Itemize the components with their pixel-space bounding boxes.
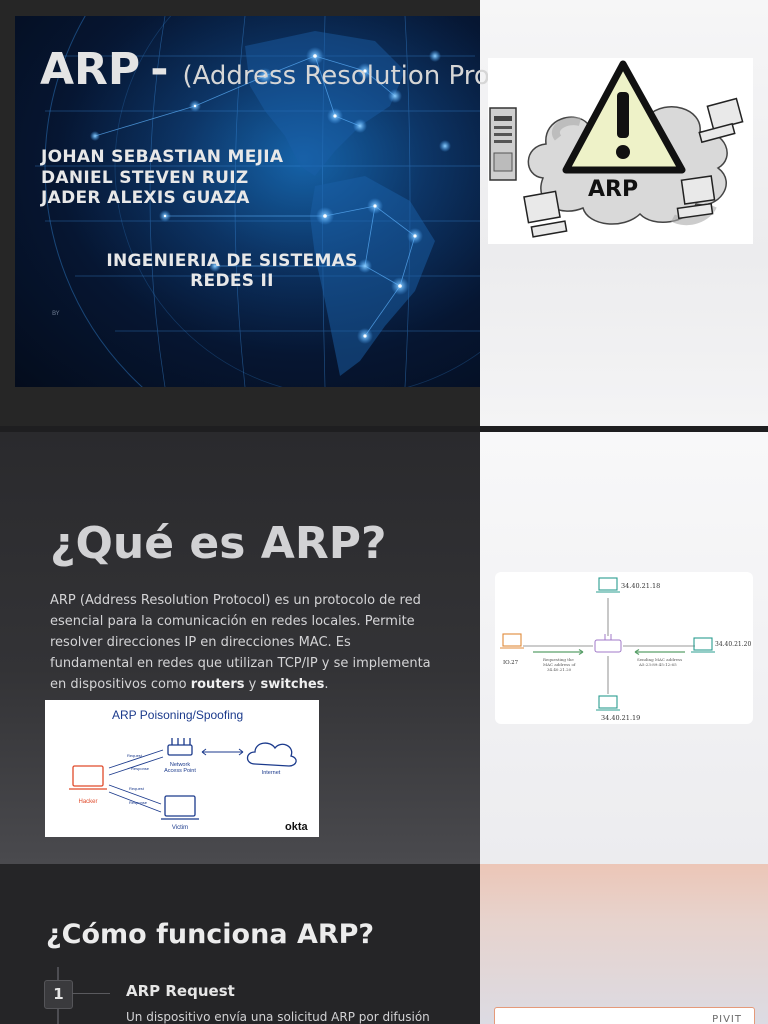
right-ip: 34.40.21.20 [715,641,751,648]
slide-left-panel [0,864,480,1024]
top-ip: 34.40.21.18 [621,582,660,590]
spoof-title: ARP Poisoning/Spoofing [112,708,243,722]
step-description: Un dispositivo envía una solicitud ARP p… [126,1010,430,1024]
arp-warning-illustration: ARP [488,58,753,244]
arrow-label-response: Response [131,766,150,771]
arp-spoofing-diagram: ARP Poisoning/Spoofing Network Access Po… [45,700,319,837]
victim-label: Victim [172,825,188,831]
arp-label: ARP [588,177,638,202]
step-number-badge: 1 [44,980,73,1009]
computer-icon [523,97,744,238]
title-main: ARP [40,44,141,95]
body-routers: routers [190,677,245,692]
left-caption-3: 34.40.21.20 [547,667,572,672]
title-dash: - [150,44,169,95]
hacker-label: Hacker [78,799,97,805]
author-2: DANIEL STEVEN RUIZ [41,168,249,188]
slide-what-is-arp: ¿Qué es ARP? ARP (Address Resolution Pro… [0,432,768,864]
body-intro: ARP (Address Resolution Protocol) es un … [50,593,431,692]
okta-logo: okta [285,821,309,833]
pivit-logo: PIVIT [712,1014,742,1024]
right-caption-2: A5:23:89:45:12:65 [638,662,677,667]
slide-how-arp-works: ¿Cómo funciona ARP? 1 ARP Request Un dis… [0,864,768,1024]
left-caption-2: MAC address of [543,662,576,667]
internet-label: Internet [262,770,281,776]
body-end: . [324,677,329,692]
earth-network-illustration [15,16,480,387]
server-icon [489,107,517,181]
arp-network-diagram: 34.40.21.18 IO.27 34.40.21.20 34.40.21.1… [495,572,753,724]
slide-right-panel [480,864,768,1024]
right-caption-1: Sending MAC address [637,657,682,662]
left-ip: IO.27 [503,660,519,666]
network-diagram-svg: 34.40.21.18 IO.27 34.40.21.20 34.40.21.1… [500,577,751,722]
body-mid: y [244,677,261,692]
step-connector [72,993,110,994]
author-3: JADER ALEXIS GUAZA [41,188,250,208]
warning-icon [562,60,686,174]
step-title: ARP Request [126,982,235,1000]
course-program: INGENIERIA DE SISTEMAS [106,251,358,271]
tiny-caption: BY [52,310,60,317]
arrow-label-response-2: Response [129,800,148,805]
router-icon [594,634,622,653]
router-label-2: Access Point [164,768,196,774]
hacker-laptop-icon [69,765,107,790]
laptop-icon [596,577,715,711]
router-icon [167,738,193,756]
bottom-ip: 34.40.21.19 [601,714,640,722]
requester-laptop-icon [500,633,524,649]
slide-title: ¿Cómo funciona ARP? [46,919,375,950]
arrow-label-request: Request [127,753,143,758]
cloud-icon [246,742,297,767]
arp-network-cloud-icon: ARP [489,60,744,238]
body-switches: switches [260,677,325,692]
victim-laptop-icon [161,795,199,820]
slide-title: ¿Qué es ARP? [50,518,387,569]
router-label-1: Network [170,762,190,768]
pivit-image-card: PIVIT [494,1007,755,1024]
arrow-label-request-2: Request [129,786,145,791]
author-1: JOHAN SEBASTIAN MEJIA [41,147,284,167]
presentation-title: ARP-(Address Resolution Protocol) [40,44,563,95]
slide-title: ARP-(Address Resolution Protocol) JOHAN … [0,0,768,426]
left-caption-1: Requesting the [543,657,574,662]
spoofing-diagram-svg: ARP Poisoning/Spoofing Network Access Po… [69,708,309,833]
slide-body-text: ARP (Address Resolution Protocol) es un … [50,590,435,695]
course-subject: REDES II [190,271,274,291]
network-earth-photo [15,16,480,387]
